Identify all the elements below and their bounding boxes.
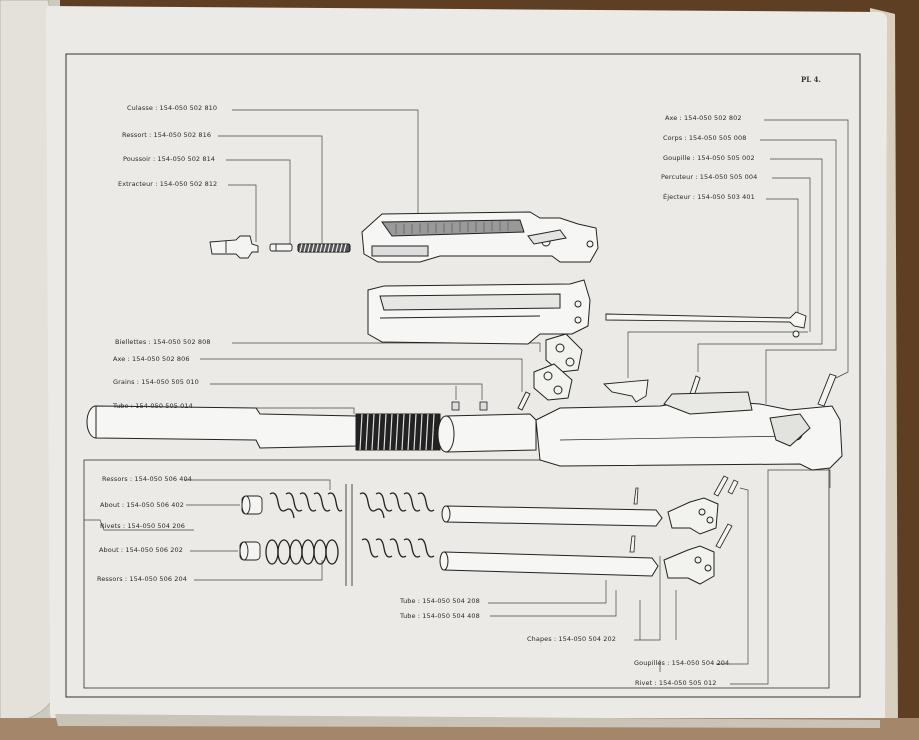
callout-axe-mid: Axe : 154-050 502 806 <box>113 355 190 363</box>
ressors-spring-upper <box>269 492 435 519</box>
callout-grains: Grains : 154-050 505 010 <box>113 378 199 386</box>
chapes-part <box>663 497 719 585</box>
outer-frame <box>65 53 861 698</box>
culasse-part <box>361 211 599 263</box>
ejecteur-part <box>603 379 649 403</box>
page-shadow-bottom <box>55 714 880 728</box>
callout-ressors-404: Ressors : 154-050 506 404 <box>102 475 192 483</box>
callout-chapes: Chapes : 154-050 504 202 <box>527 635 616 643</box>
callout-biellettes: Biellettes : 154-050 502 808 <box>115 338 211 346</box>
lower-inset-frame <box>83 459 830 689</box>
callout-goupille: Goupille : 154-050 505 002 <box>663 154 755 162</box>
leader-lines <box>84 109 849 685</box>
callout-ressors-204: Ressors : 154-050 506 204 <box>97 575 187 583</box>
goupilles-rivet-pins <box>629 475 739 553</box>
callout-extracteur: Extracteur : 154-050 502 812 <box>118 180 218 188</box>
callout-about-402: About : 154-050 506 402 <box>100 501 184 509</box>
callout-corps: Corps : 154-050 505 008 <box>663 134 747 142</box>
ressort-spring <box>297 243 351 253</box>
axe-pin-mid <box>517 391 531 411</box>
break-markers <box>345 484 353 586</box>
callout-axe-top: Axe : 154-050 502 802 <box>665 114 742 122</box>
percuteur-part <box>605 311 807 338</box>
ressors-spring-lower <box>265 538 435 565</box>
about-202-part <box>239 541 261 561</box>
callout-rivets: Rivets : 154-050 504 206 <box>100 522 185 530</box>
callout-rivet: Rivet : 154-050 505 012 <box>635 679 717 687</box>
about-402-part <box>241 495 263 515</box>
callout-poussoir: Poussoir : 154-050 502 814 <box>123 155 216 163</box>
callout-culasse: Culasse : 154-050 502 810 <box>127 104 218 112</box>
callout-percuteur: Percuteur : 154-050 505 004 <box>661 173 758 181</box>
callout-tube-208: Tube : 154-050 504 208 <box>400 597 480 605</box>
callout-about-202: About : 154-050 506 202 <box>99 546 183 554</box>
tube-208-part <box>441 505 663 527</box>
tube-barrel-part <box>86 405 537 453</box>
callout-ressort: Ressort : 154-050 502 816 <box>122 131 212 139</box>
callout-tube-408: Tube : 154-050 504 408 <box>400 612 480 620</box>
left-page-curl <box>0 0 55 726</box>
corps-guide-part <box>367 279 591 345</box>
biellettes-part <box>533 333 583 401</box>
tube-408-part <box>439 551 659 577</box>
callout-goupilles: Goupilles : 154-050 504 204 <box>634 659 730 667</box>
extracteur-part <box>209 235 259 259</box>
callout-tube-barrel: Tube : 154-050 505 014 <box>113 402 193 410</box>
poussoir-part <box>269 243 293 252</box>
corps-body-part <box>535 391 843 471</box>
plate-number: PL 4. <box>801 75 821 84</box>
grains-part <box>451 401 488 411</box>
callout-ejecteur: Éjecteur : 154-050 503 401 <box>663 193 755 201</box>
